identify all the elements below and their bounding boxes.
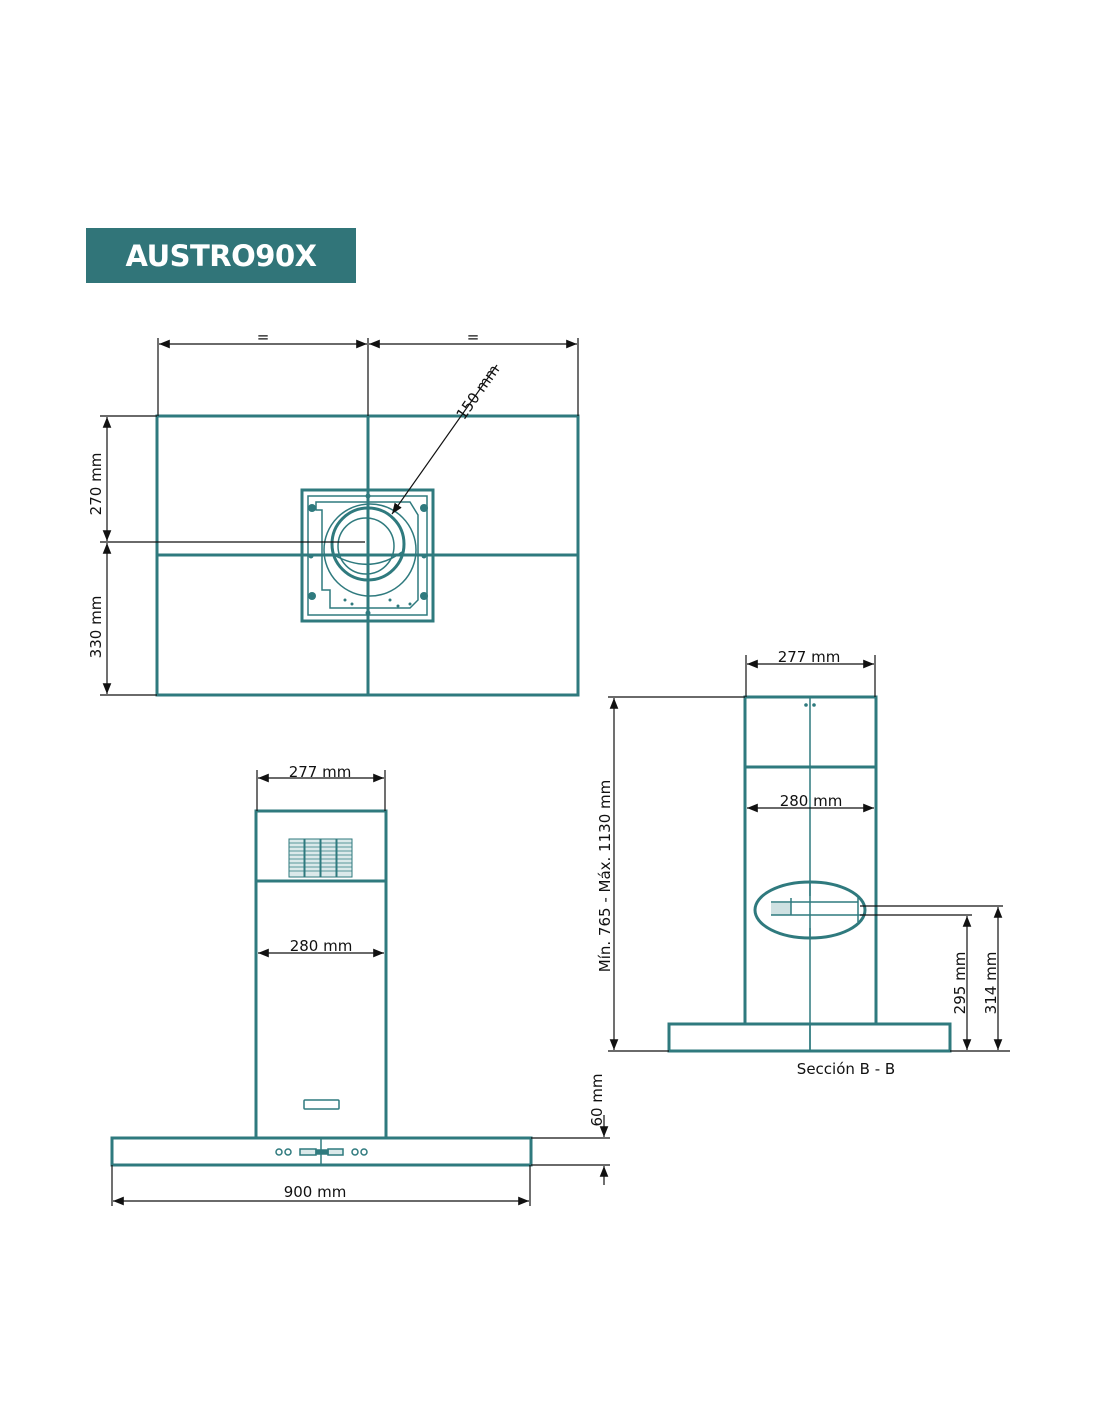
height-295-label: 295 mm [951, 952, 969, 1015]
depth-back-label: 330 mm [87, 596, 105, 659]
height-range-label: Mín. 765 - Máx. 1130 mm [596, 780, 614, 972]
vent-grille [288, 838, 353, 878]
height-314-label: 314 mm [982, 952, 1000, 1015]
top-view: = = 150 mm 270 mm 330 mm [87, 328, 580, 697]
side-view: 277 mm 280 mm Mín. 765 - Máx. 1130 mm 29… [596, 648, 1010, 1078]
side-chimney-top-width: 277 mm [778, 648, 841, 666]
control-panel [275, 1148, 368, 1156]
front-view: 277 mm 280 mm 900 mm 60 mm [110, 763, 610, 1206]
section-caption: Sección B - B [797, 1060, 895, 1078]
motor-plate [300, 488, 435, 623]
side-chimney-width: 280 mm [780, 792, 843, 810]
hood-width-label: 900 mm [284, 1183, 347, 1201]
equal-symbol-right: = [467, 328, 480, 346]
equal-symbol-left: = [257, 328, 270, 346]
front-chimney-top-width: 277 mm [289, 763, 352, 781]
duct-diameter-label: 150 mm [453, 361, 504, 423]
hood-thickness-label: 60 mm [588, 1073, 606, 1126]
depth-front-label: 270 mm [87, 453, 105, 516]
light-window [303, 1099, 340, 1110]
front-chimney-width: 280 mm [290, 937, 353, 955]
model-title: AUSTRO90X [86, 228, 356, 283]
